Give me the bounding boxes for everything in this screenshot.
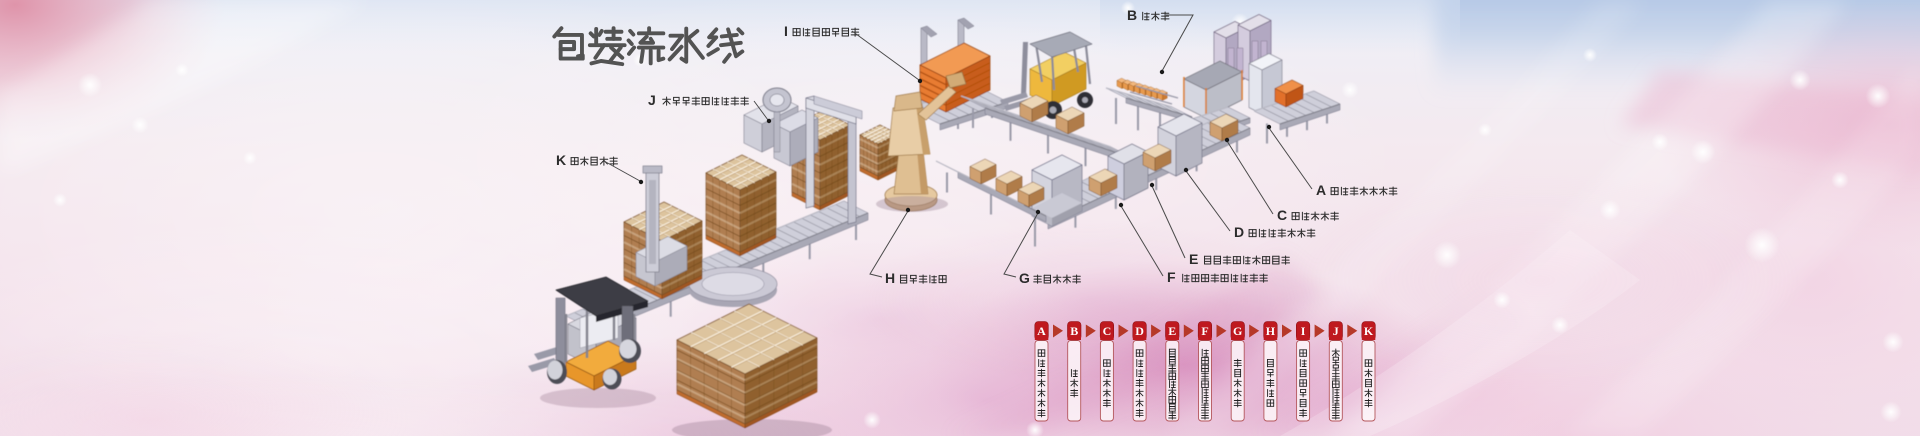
svg-text:H: H [1266, 324, 1276, 338]
svg-text:B: B [1070, 324, 1078, 338]
svg-text:A: A [1316, 182, 1326, 198]
svg-text:I: I [784, 23, 788, 39]
svg-text:E: E [1168, 324, 1176, 338]
svg-text:G: G [1019, 270, 1030, 286]
svg-text:J: J [1333, 324, 1339, 338]
svg-text:K: K [556, 152, 566, 168]
svg-text:A: A [1037, 324, 1046, 338]
svg-text:C: C [1277, 207, 1287, 223]
svg-text:B: B [1127, 7, 1137, 23]
svg-text:K: K [1364, 324, 1374, 338]
svg-text:C: C [1103, 324, 1112, 338]
svg-text:G: G [1233, 324, 1242, 338]
svg-text:F: F [1201, 324, 1208, 338]
svg-text:D: D [1234, 224, 1244, 240]
svg-text:D: D [1135, 324, 1144, 338]
svg-text:H: H [885, 270, 895, 286]
svg-text:F: F [1167, 269, 1176, 285]
svg-text:E: E [1189, 251, 1198, 267]
svg-text:I: I [1301, 324, 1306, 338]
svg-text:J: J [648, 92, 656, 108]
